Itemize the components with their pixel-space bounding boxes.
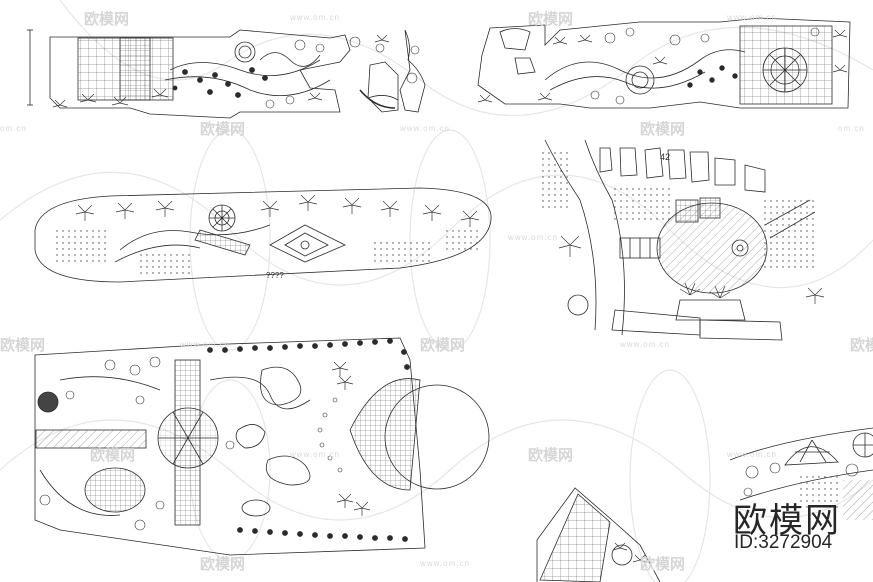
watermark-url: www.om.cn <box>420 559 470 568</box>
watermark-url: www.om.cn <box>727 13 777 22</box>
watermark-text: 欧模网 <box>640 555 686 573</box>
cad-residential-courtyard-plan <box>540 139 825 341</box>
watermark-url: www.om.cn <box>508 233 558 242</box>
watermark-text: 欧模网 <box>200 555 246 573</box>
watermark-url: www.om.cn <box>620 340 670 349</box>
watermark-url: om.cn <box>838 124 865 133</box>
cad-paving-corner-plan <box>536 487 661 582</box>
plan-oval-label: ???? <box>266 271 284 280</box>
cad-strip-garden-plan <box>27 29 426 119</box>
watermark-text: 欧模网 <box>0 336 46 354</box>
cad-oval-garden-plan <box>34 187 492 283</box>
watermark-url: www.om.cn <box>727 450 777 459</box>
watermark-text: 欧模网 <box>84 10 130 28</box>
watermark-url: www.om.cn <box>180 340 230 349</box>
watermark-text: 欧模网 <box>200 120 246 138</box>
watermark-url: www.om.cn <box>290 13 340 22</box>
cad-park-plan <box>34 337 490 556</box>
watermark-text: 欧模网 <box>528 10 574 28</box>
watermark-text: 欧模网 <box>528 446 574 464</box>
brand-id-label: ID:3272904 <box>734 532 833 553</box>
watermark-text: 欧模网 <box>640 120 686 138</box>
watermark-url: www.om.cn <box>290 450 340 459</box>
watermark-text: 欧模网 <box>420 336 466 354</box>
watermark-text: 欧模网 <box>850 336 873 354</box>
plan-residential-label: 42 <box>660 152 670 162</box>
watermark-url: om.cn <box>0 124 27 133</box>
cad-corner-garden-plan <box>729 427 873 520</box>
brand-name: 欧模网 <box>733 501 841 541</box>
watermark-text: 欧模网 <box>90 446 136 464</box>
watermark-url: www.om.cn <box>400 124 450 133</box>
cad-strip-garden-plan <box>477 17 851 109</box>
